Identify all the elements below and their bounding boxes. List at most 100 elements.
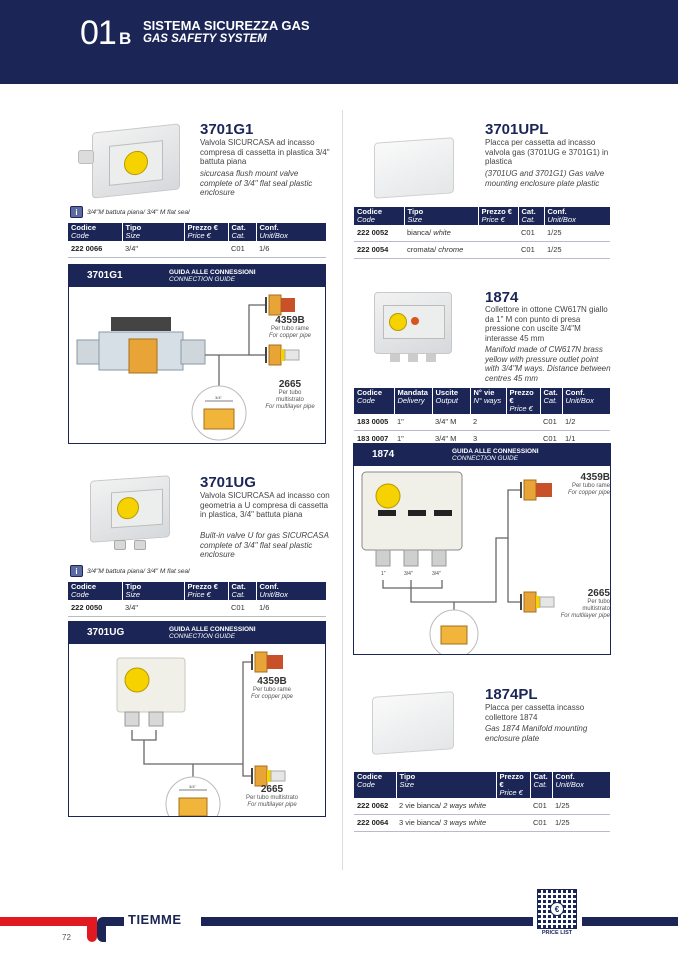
- guide-header: 3701UG GUIDA ALLE CONNESSIONI CONNECTION…: [69, 622, 325, 644]
- yellow-knob-icon: [375, 483, 401, 509]
- connection-diagram: 3/4": [116, 651, 286, 816]
- product-desc-it-1874: Collettore in ottone CW617N giallo da 1"…: [485, 305, 608, 343]
- footer-blue-band: [582, 917, 678, 926]
- price-list-qr-code[interactable]: € PRICE LIST: [537, 889, 577, 937]
- col-cat: Cat.Cat.: [228, 223, 257, 241]
- info-icon: i: [70, 565, 83, 577]
- connection-guide-3701g1: 3701G1 GUIDA ALLE CONNESSIONI CONNECTION…: [68, 264, 326, 444]
- section-number: 01: [80, 14, 117, 52]
- connection-diagram: 3/4": [76, 294, 300, 441]
- connection-guide-3701ug: 3701UG GUIDA ALLE CONNESSIONI CONNECTION…: [68, 621, 326, 817]
- column-divider: [342, 110, 343, 870]
- section-title-it: SISTEMA SICUREZZA GAS: [143, 18, 310, 33]
- col-conf: Conf.Unit/Box: [544, 207, 610, 225]
- footer-blue-curve: [97, 917, 106, 942]
- thread-fitting-icon: [178, 797, 208, 816]
- pipe-inlet-icon: [78, 150, 94, 164]
- product-image-3701g1: [92, 123, 180, 199]
- multilayer-fitting-icon: [254, 765, 268, 787]
- page-number: 72: [62, 933, 71, 942]
- multilayer-fitting-icon: [268, 344, 282, 366]
- port-label: 1": [381, 571, 386, 577]
- product-desc-en-3701g1: sicurcasa flush mount valve complete of …: [200, 169, 313, 197]
- table-row: 222 0066 3/4" C01 1/6: [68, 241, 326, 258]
- euro-icon: €: [550, 902, 564, 916]
- info-note-3701ug: i 3/4"M battuta piana/ 3/4" M flat seal: [70, 565, 190, 577]
- product-title-3701g1: 3701G1: [200, 121, 254, 138]
- product-desc-it-1874pl: Placca per cassetta incasso collettore 1…: [485, 703, 585, 722]
- product-title-3701upl: 3701UPL: [485, 121, 549, 138]
- brand-logo: TIEMME: [128, 912, 182, 927]
- copper-fitting-icon: [254, 651, 268, 673]
- col-price: Prezzo €Price €: [478, 207, 519, 225]
- table-row: 222 0052 bianca/ white C01 1/25: [354, 225, 610, 242]
- pressure-point-icon: [411, 317, 419, 325]
- product-desc-it-3701ug: Valvola SICURCASA ad incasso con geometr…: [200, 491, 330, 519]
- table-row: 222 0062 2 vie bianca/ 2 ways white C01 …: [354, 798, 610, 815]
- yellow-knob-icon: [124, 667, 150, 693]
- product-desc-en-3701upl: (3701UG and 3701G1) Gas valve mounting e…: [485, 169, 605, 188]
- thread-size-label: 3/4": [189, 784, 197, 789]
- product-desc-en-1874pl: Gas 1874 Manifold mounting enclosure pla…: [485, 724, 588, 743]
- pipe-outlet-icon: [134, 540, 146, 550]
- product-desc-en-1874: Manifold made of CW617N brass yellow wit…: [485, 345, 611, 383]
- thread-size-label: 3/4": [215, 395, 223, 400]
- product-title-1874pl: 1874PL: [485, 686, 538, 703]
- table-row: 222 0064 3 vie bianca/ 3 ways white C01 …: [354, 814, 610, 832]
- col-cat: Cat.Cat.: [228, 582, 257, 600]
- port-label: 3/4": [404, 571, 413, 577]
- port-label: 3/4": [432, 571, 441, 577]
- product-image-3701upl: [374, 137, 454, 199]
- copper-fitting-icon: [523, 479, 537, 501]
- section-header: 01 B SISTEMA SICUREZZA GAS GAS SAFETY SY…: [0, 0, 678, 84]
- product-image-1874: [374, 292, 452, 354]
- section-letter: B: [119, 29, 132, 48]
- info-note-3701g1: i 3/4"M battuta piana/ 3/4" M flat seal: [70, 206, 190, 218]
- copper-fitting-icon: [268, 294, 282, 316]
- footer-red-curve: [87, 917, 97, 942]
- thread-fitting-icon: [440, 625, 468, 645]
- product-desc-it-3701g1: Valvola SICURCASA ad incasso compresa di…: [200, 138, 330, 166]
- product-desc-it-3701upl: Placca per cassetta ad incasso valvola g…: [485, 138, 609, 166]
- valve-top-icon: [111, 317, 171, 331]
- col-price: Prezzo €Price €: [496, 772, 531, 798]
- col-conf: Conf.Unit/Box: [552, 772, 610, 798]
- qr-label: PRICE LIST: [541, 930, 573, 936]
- col-cat: Cat.Cat.: [518, 207, 545, 225]
- multilayer-fitting-icon: [523, 591, 537, 613]
- pipe-outlets-icon: [390, 354, 440, 362]
- table-row: 183 0005 1" 3/4" M 2 C01 1/2: [354, 414, 610, 431]
- table-row: 222 0050 3/4" C01 1/6: [68, 600, 326, 617]
- col-price: Prezzo €Price €: [184, 582, 229, 600]
- yellow-knob-icon: [389, 313, 407, 331]
- product-title-1874: 1874: [485, 289, 519, 306]
- col-price: Prezzo €Price €: [184, 223, 229, 241]
- guide-header: 3701G1 GUIDA ALLE CONNESSIONI CONNECTION…: [69, 265, 325, 287]
- info-note-text: 3/4"M battuta piana/ 3/4" M flat seal: [87, 567, 190, 575]
- footer-blue-band: [106, 917, 124, 926]
- section-title-en: GAS SAFETY SYSTEM: [143, 33, 267, 45]
- connection-guide-1874: 1874 GUIDA ALLE CONNESSIONI CONNECTION G…: [353, 443, 611, 655]
- thread-fitting-icon: [203, 408, 235, 430]
- guide-header: 1874 GUIDA ALLE CONNESSIONI CONNECTION G…: [354, 444, 610, 466]
- product-desc-en-3701ug: Built-in valve U for gas SICURCASA compl…: [200, 531, 329, 559]
- col-cat: Cat.Cat.: [540, 388, 563, 414]
